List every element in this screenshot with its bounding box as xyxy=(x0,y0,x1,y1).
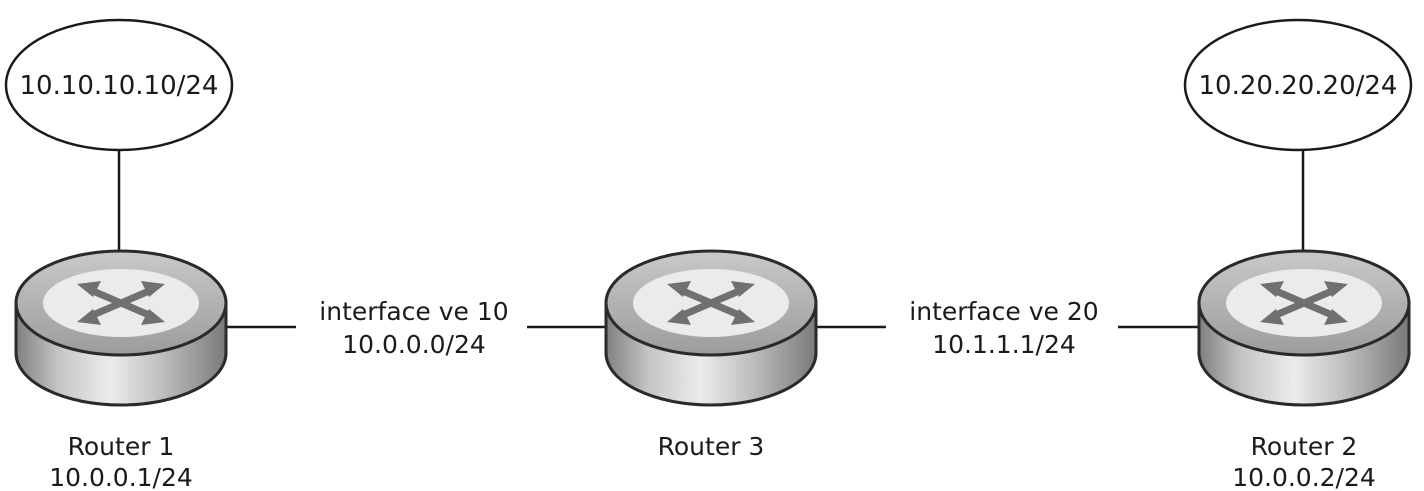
link-1-interface-label: interface ve 10 xyxy=(319,297,508,326)
router-1-address: 10.0.0.1/24 xyxy=(49,463,193,491)
network-right-label: 10.20.20.20/24 xyxy=(1199,71,1398,101)
router-2-address: 10.0.0.2/24 xyxy=(1232,463,1376,491)
network-left-label: 10.10.10.10/24 xyxy=(20,71,219,101)
link-2-subnet-label: 10.1.1.1/24 xyxy=(932,330,1076,359)
router-1-icon xyxy=(16,251,226,405)
network-left: 10.10.10.10/24 xyxy=(4,18,234,152)
router-3-name: Router 3 xyxy=(658,432,765,461)
link-1-subnet-label: 10.0.0.0/24 xyxy=(342,330,486,359)
network-right: 10.20.20.20/24 xyxy=(1183,18,1413,152)
connection-lines xyxy=(117,150,1305,329)
router-2-name: Router 2 xyxy=(1251,432,1358,461)
router-2-icon xyxy=(1199,251,1409,405)
router-3-icon xyxy=(606,251,816,405)
link-2-interface-label: interface ve 20 xyxy=(909,297,1098,326)
router-1-name: Router 1 xyxy=(68,432,175,461)
